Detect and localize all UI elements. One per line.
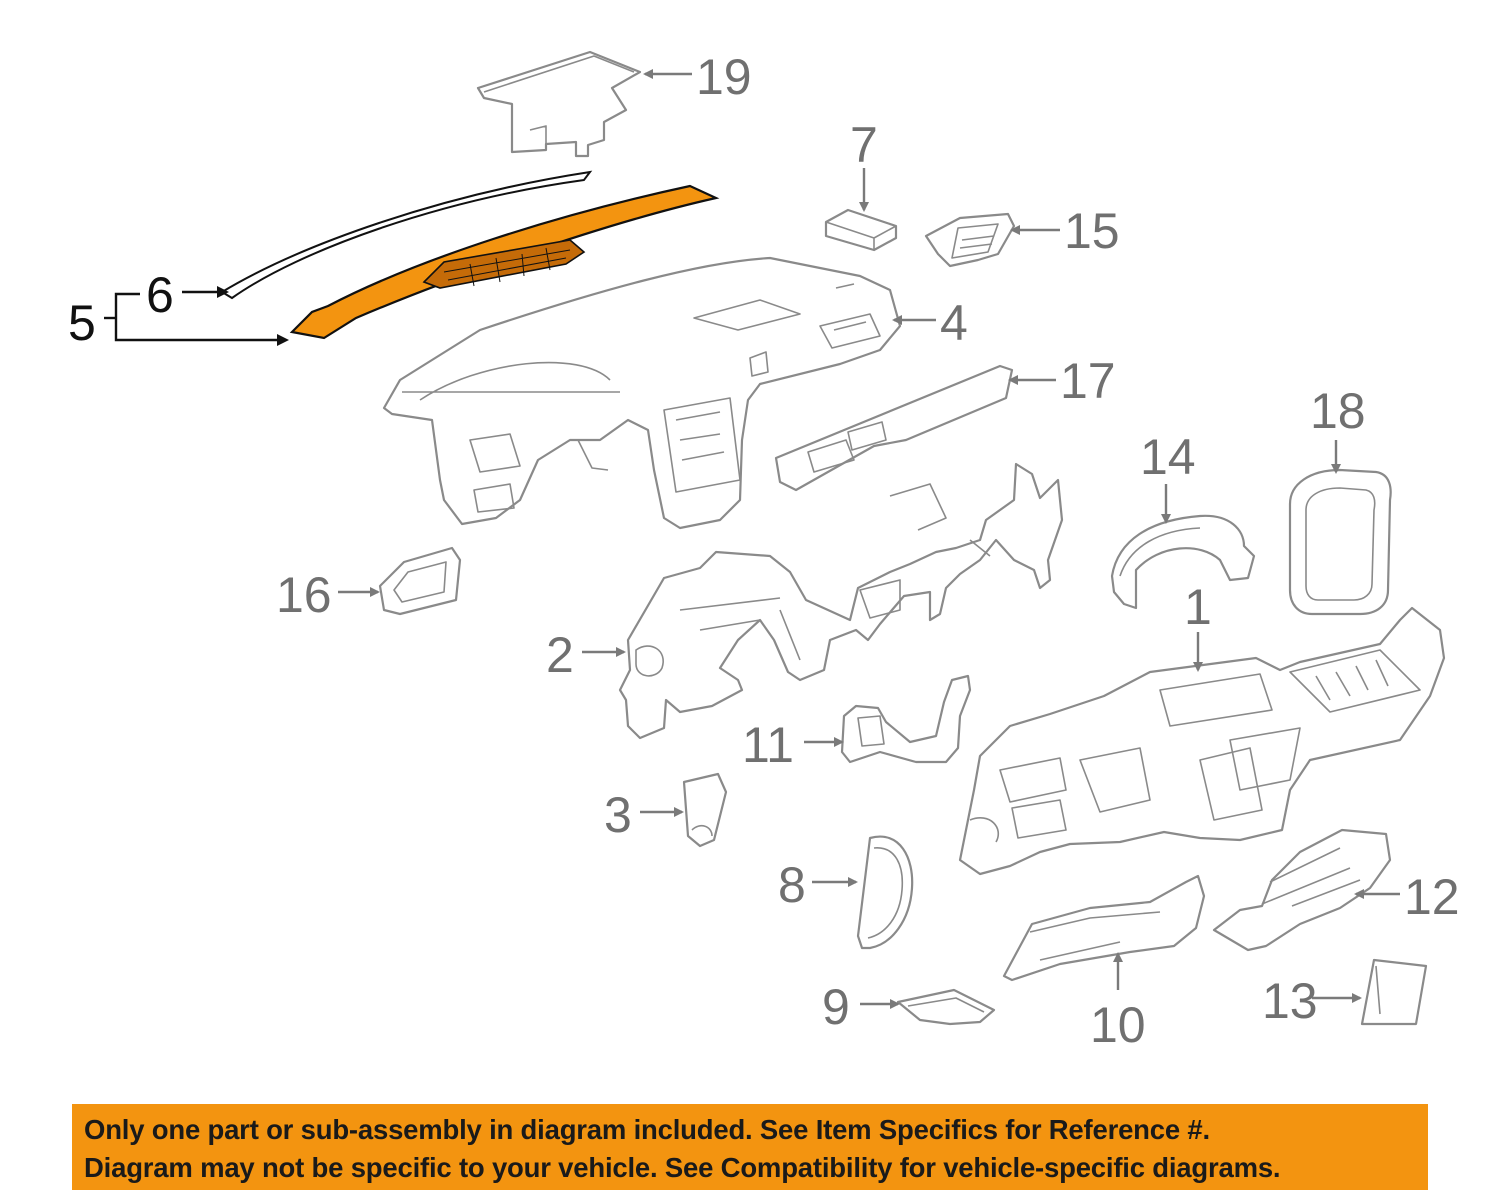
callout-19: 19	[696, 49, 752, 105]
part-14-cluster-hood	[1110, 514, 1256, 610]
part-15-vent	[924, 212, 1016, 268]
callout-8: 8	[778, 857, 806, 913]
part-5-dash-pad	[289, 184, 720, 340]
part-2-cross-beam	[618, 462, 1064, 740]
callout-1: 1	[1184, 579, 1212, 635]
part-9-cover	[896, 988, 996, 1026]
leader-lines	[104, 69, 1400, 1009]
callout-16: 16	[276, 567, 332, 623]
part-18-trim-plate	[1288, 468, 1392, 616]
callout-9: 9	[822, 979, 850, 1035]
callout-18: 18	[1310, 383, 1366, 439]
part-12-glove-box-inner	[1212, 828, 1392, 952]
callout-labels: 19 7 15 4 17 18 14 16 1 2 11 3 8 12 9 10…	[68, 49, 1460, 1053]
part-3-cover	[682, 772, 728, 848]
part-17-trim-panel	[774, 364, 1014, 492]
callout-12: 12	[1404, 869, 1460, 925]
part-19-upper-cover	[476, 50, 642, 158]
callout-15: 15	[1064, 203, 1120, 259]
notice-line-1: Only one part or sub-assembly in diagram…	[84, 1114, 1210, 1145]
notice-line-2: Diagram may not be specific to your vehi…	[84, 1152, 1281, 1183]
callout-5: 5	[68, 295, 96, 351]
callout-7: 7	[850, 117, 878, 173]
callout-11: 11	[742, 717, 794, 773]
callout-13: 13	[1262, 973, 1318, 1029]
part-7-module	[824, 208, 898, 252]
callout-6: 6	[146, 267, 174, 323]
callout-4: 4	[940, 295, 968, 351]
part-16-bezel	[378, 546, 462, 616]
part-4-instrument-panel	[382, 256, 902, 530]
part-11-bracket	[840, 674, 972, 764]
part-8-gauge-trim	[856, 835, 914, 950]
callout-2: 2	[546, 627, 574, 683]
callout-10: 10	[1090, 997, 1146, 1053]
callout-14: 14	[1140, 429, 1196, 485]
part-6-defroster-strip	[220, 170, 593, 300]
callout-3: 3	[604, 787, 632, 843]
notice-banner: Only one part or sub-assembly in diagram…	[72, 1104, 1428, 1190]
part-13-end-cap	[1360, 958, 1428, 1026]
part-1-carrier	[958, 606, 1446, 876]
callout-17: 17	[1060, 353, 1116, 409]
part-10-glove-box-door	[1002, 874, 1206, 982]
